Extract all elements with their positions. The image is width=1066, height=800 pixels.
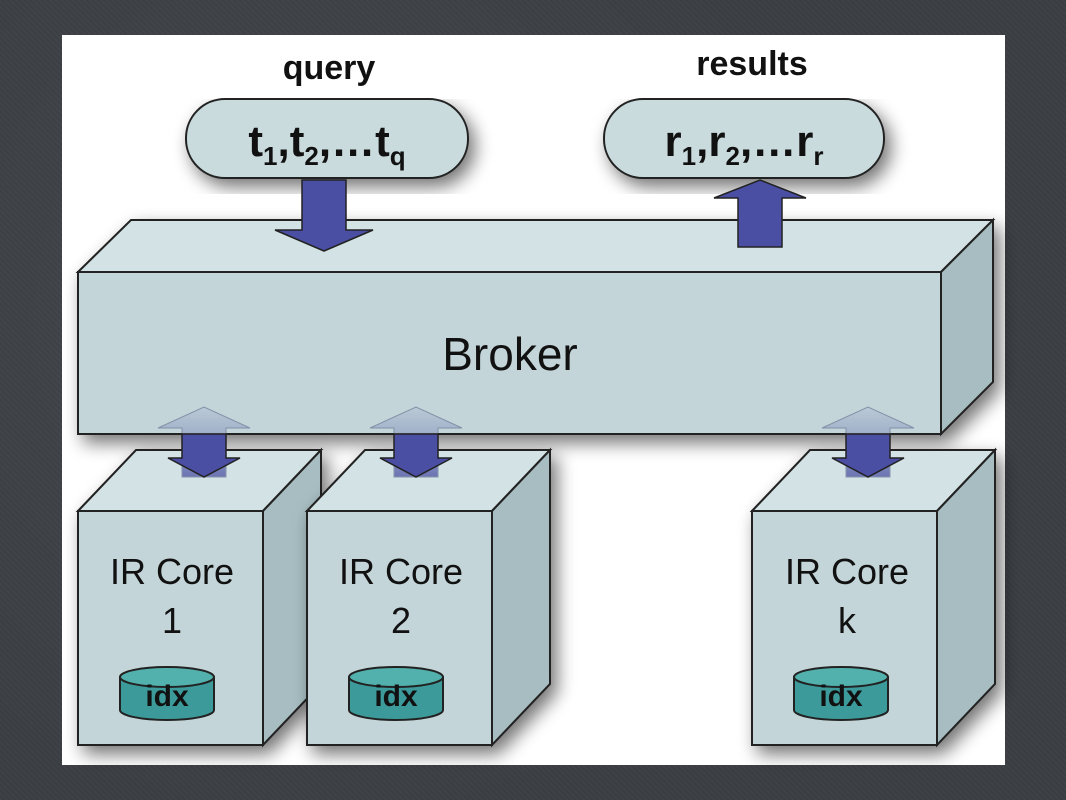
core-k-index-cylinder bbox=[793, 666, 889, 721]
query-label: query bbox=[283, 49, 376, 87]
core-k-broker-arrow bbox=[821, 406, 915, 478]
query-term-separator: , bbox=[277, 117, 289, 166]
result-term-r1-subscript: 1 bbox=[682, 141, 696, 171]
result-term-r2-subscript: 2 bbox=[726, 141, 740, 171]
query-pill bbox=[185, 98, 469, 179]
ir-core-box-2 bbox=[304, 447, 553, 748]
result-term-rr-subscript: r bbox=[813, 141, 823, 171]
core-2-label-line2: 2 bbox=[391, 600, 411, 641]
query-term-t2: t bbox=[290, 117, 305, 166]
broker-box bbox=[75, 217, 996, 437]
ir-core-box-k bbox=[749, 447, 998, 748]
query-term-t2-subscript: 2 bbox=[304, 141, 318, 171]
result-terms: r1,r2,…rr bbox=[665, 117, 824, 171]
core-1-index-cylinder bbox=[119, 666, 215, 721]
result-term-r1: r bbox=[665, 117, 682, 166]
query-term-t1: t bbox=[248, 117, 263, 166]
query-arrow-down bbox=[274, 179, 374, 252]
results-pill bbox=[603, 98, 885, 179]
query-terms: t1,t2,…tq bbox=[248, 117, 405, 171]
result-term-r2: r bbox=[708, 117, 725, 166]
core-1-label-line2: 1 bbox=[162, 600, 182, 641]
core-2-index-label: idx bbox=[374, 680, 418, 713]
broker-label: Broker bbox=[442, 328, 577, 380]
query-term-tq-subscript: q bbox=[390, 141, 406, 171]
query-term-tq: t bbox=[375, 117, 390, 166]
core-1-broker-arrow bbox=[157, 406, 251, 478]
broker-top-face bbox=[75, 219, 996, 273]
results-label: results bbox=[696, 45, 808, 83]
core-2-label-line1: IR Core bbox=[339, 551, 463, 592]
broker-front-face bbox=[77, 271, 942, 435]
result-term-ellipsis: ,… bbox=[740, 117, 796, 166]
core-1-index-label: idx bbox=[145, 680, 189, 713]
result-term-rr: r bbox=[796, 117, 813, 166]
query-term-ellipsis: ,… bbox=[319, 117, 375, 166]
core-1-label-line1: IR Core bbox=[110, 551, 234, 592]
core-k-label-line2: k bbox=[838, 600, 857, 641]
core-k-index-label: idx bbox=[819, 680, 863, 713]
result-term-separator: , bbox=[696, 117, 708, 166]
core-2-broker-arrow bbox=[369, 406, 463, 478]
results-arrow-up bbox=[713, 179, 807, 248]
core-k-label-line1: IR Core bbox=[785, 551, 909, 592]
core-2-index-cylinder bbox=[348, 666, 444, 721]
query-term-t1-subscript: 1 bbox=[263, 141, 277, 171]
